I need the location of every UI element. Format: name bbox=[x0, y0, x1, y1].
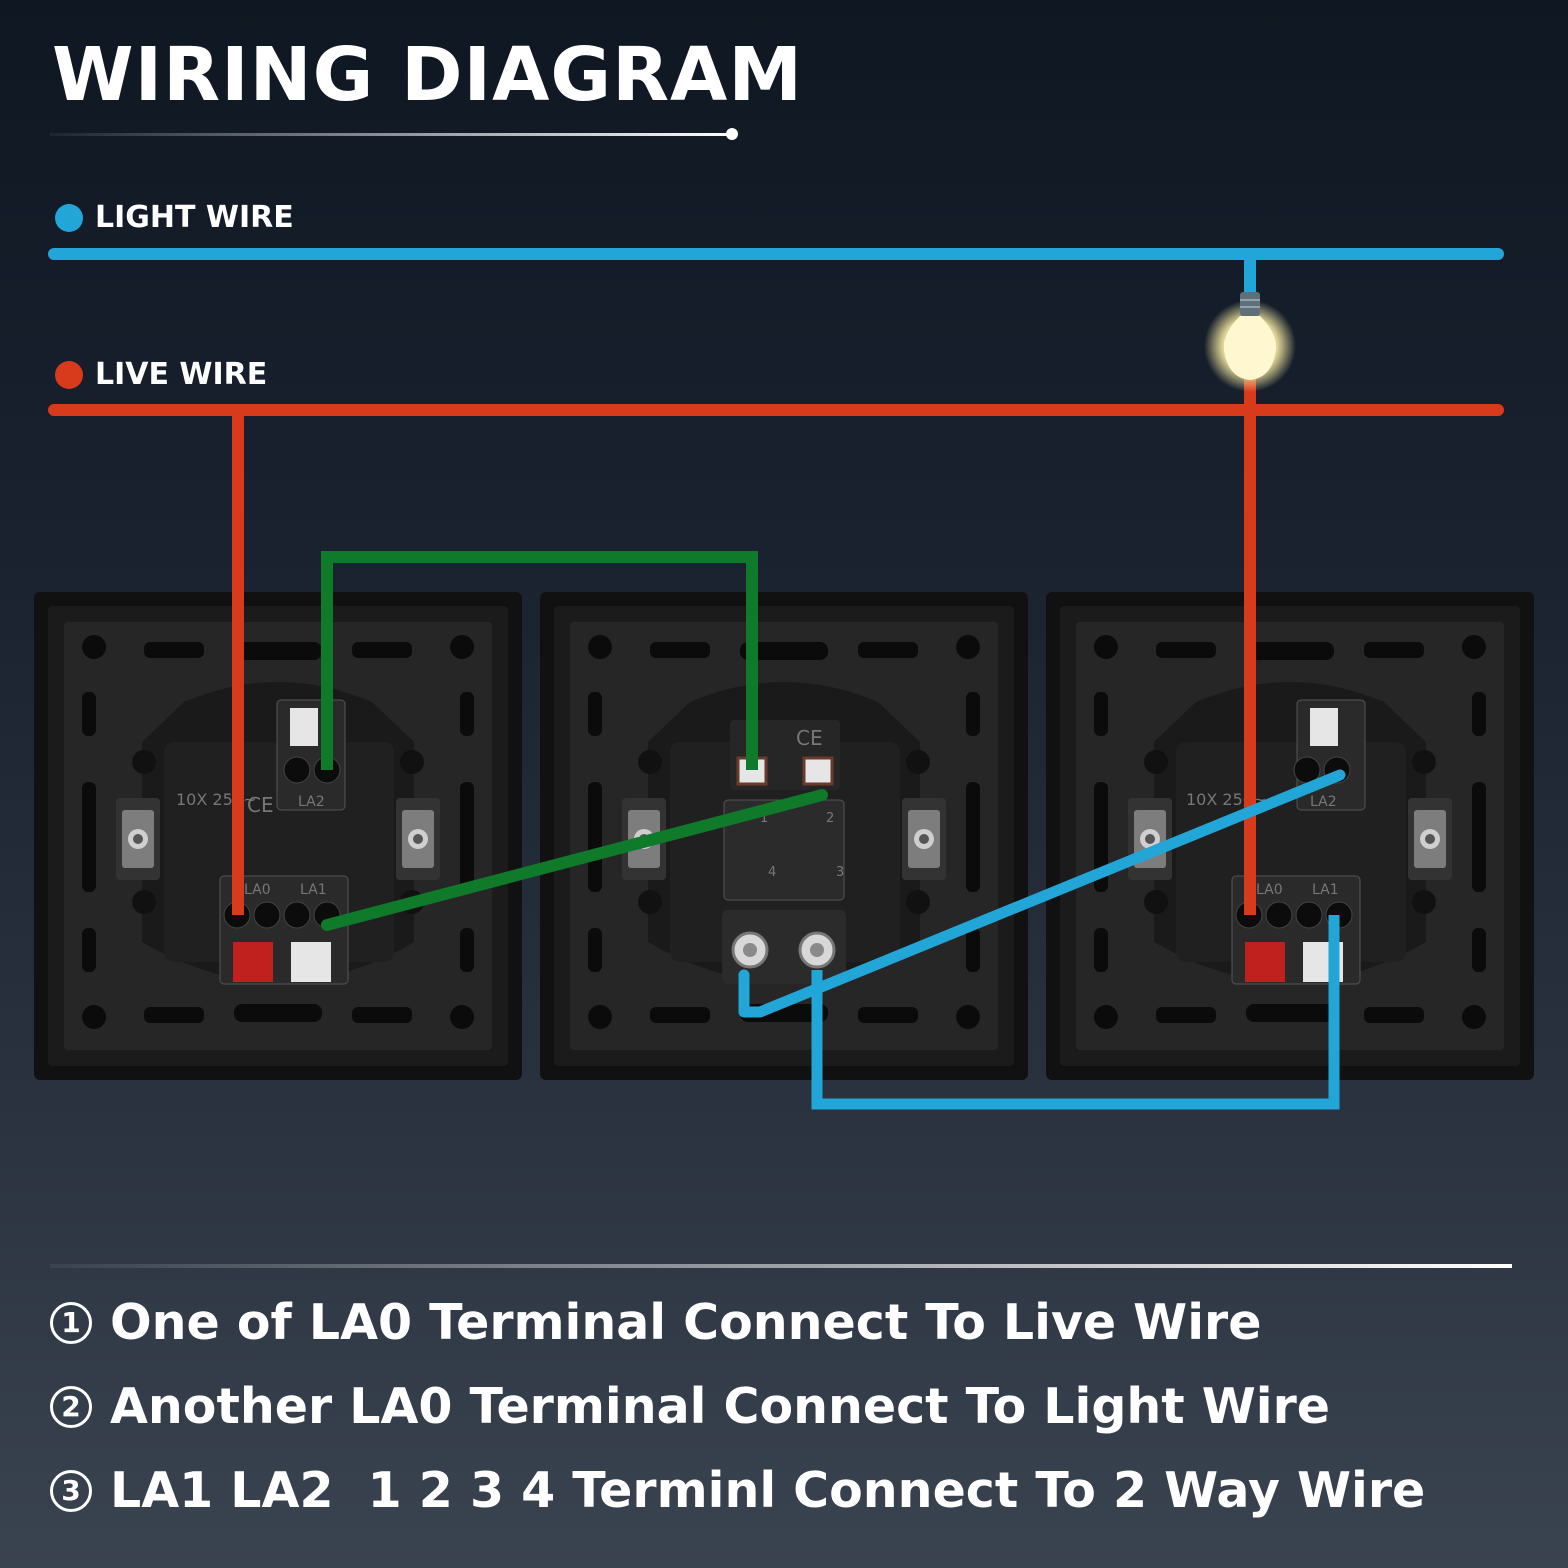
instruction-2-text: Another LA0 Terminal Connect To Light Wi… bbox=[110, 1378, 1330, 1435]
two-way-wire-middle-to-right-la1 bbox=[811, 915, 1340, 1110]
instruction-3: 3 LA1 LA2 1 2 3 4 Terminl Connect To 2 W… bbox=[50, 1462, 1425, 1519]
middle-terminal-2: 2 bbox=[826, 811, 834, 826]
left-switch-terminals: LA2 10X 250~ CE LA0 LA1 bbox=[176, 699, 349, 985]
section-divider bbox=[50, 1264, 1512, 1268]
left-la2-label: LA2 bbox=[298, 794, 325, 810]
left-ce-mark: CE bbox=[247, 793, 274, 817]
instruction-1: 1 One of LA0 Terminal Connect To Live Wi… bbox=[50, 1294, 1261, 1351]
right-la1-label: LA1 bbox=[1312, 882, 1339, 898]
instruction-1-number: 1 bbox=[50, 1301, 92, 1344]
page-title: WIRING DIAGRAM bbox=[52, 32, 803, 118]
middle-terminal-3: 3 bbox=[836, 865, 844, 880]
instruction-2-number: 2 bbox=[50, 1385, 92, 1428]
two-way-wire-la1-to-middle bbox=[321, 789, 828, 931]
middle-terminal-4: 4 bbox=[768, 865, 776, 880]
left-la0-label: LA0 bbox=[244, 882, 271, 898]
instruction-1-text: One of LA0 Terminal Connect To Live Wire bbox=[110, 1294, 1262, 1351]
legend-light-wire-label: LIGHT WIRE bbox=[95, 200, 294, 235]
right-la0-label: LA0 bbox=[1256, 882, 1283, 898]
legend-light-wire: LIGHT WIRE bbox=[55, 200, 294, 235]
light-bulb-icon bbox=[1204, 292, 1296, 392]
title-underline-dot bbox=[726, 128, 738, 140]
legend-live-wire: LIVE WIRE bbox=[55, 357, 267, 392]
left-rating-label: 10X 250~ bbox=[176, 790, 256, 809]
instruction-2: 2 Another LA0 Terminal Connect To Light … bbox=[50, 1378, 1330, 1435]
switch-plate-left bbox=[34, 592, 522, 1080]
switch-plate-right bbox=[1046, 592, 1534, 1080]
title-underline bbox=[50, 133, 734, 136]
left-la1-label: LA1 bbox=[300, 882, 327, 898]
two-way-wire-la2-to-middle bbox=[321, 551, 758, 770]
middle-ce-mark: CE bbox=[796, 726, 823, 750]
instruction-3-text: LA1 LA2 1 2 3 4 Terminl Connect To 2 Way… bbox=[110, 1462, 1426, 1519]
middle-switch-terminals: CE 1 2 3 4 bbox=[722, 720, 846, 984]
live-wire-dot-icon bbox=[55, 360, 83, 389]
instruction-3-number: 3 bbox=[50, 1469, 92, 1512]
wiring-diagram: LA2 10X 250~ CE LA0 LA1 CE 1 2 3 4 LA2 bbox=[34, 248, 1534, 1110]
light-wire-dot-icon bbox=[55, 203, 83, 232]
right-la2-label: LA2 bbox=[1310, 794, 1337, 810]
middle-terminal-1: 1 bbox=[760, 811, 768, 826]
two-way-wire-middle-to-right-la2 bbox=[738, 769, 1346, 1018]
legend-live-wire-label: LIVE WIRE bbox=[95, 357, 268, 392]
